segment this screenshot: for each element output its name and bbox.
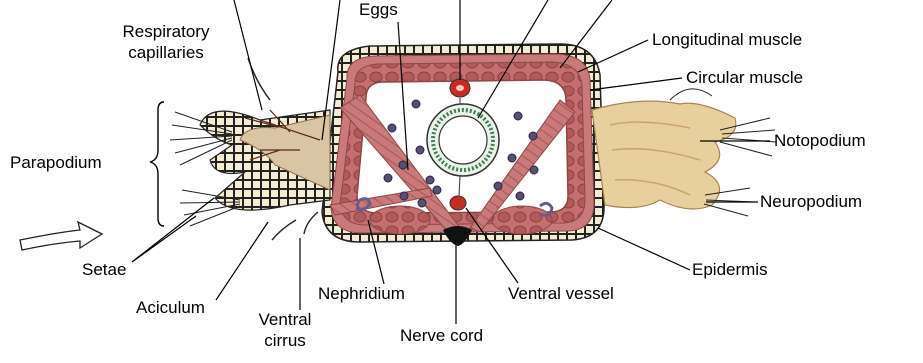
label-setae: Setae (82, 260, 126, 280)
label-notopodium: Notopodium (774, 131, 866, 151)
label-aciculum: Aciculum (136, 298, 205, 318)
label-ventral-cirrus-line2: cirrus (240, 331, 330, 351)
label-parapodium: Parapodium (10, 153, 102, 173)
label-longitudinal-muscle: Longitudinal muscle (652, 30, 802, 50)
label-ventral-vessel: Ventral vessel (508, 284, 614, 304)
label-nephridium: Nephridium (318, 284, 405, 304)
ventral-muscle-right (492, 206, 552, 234)
label-circular-muscle: Circular muscle (686, 68, 803, 88)
flow-arrow (20, 222, 102, 250)
left-parapodium (170, 58, 330, 240)
ventral-vessel-shape (450, 196, 466, 210)
label-epidermis: Epidermis (692, 260, 768, 280)
right-parapodium (592, 89, 776, 216)
label-ventral-cirrus-line1: Ventral (240, 310, 330, 330)
label-neuropodium: Neuropodium (760, 192, 862, 212)
parapodium-bracket (150, 102, 164, 226)
label-respiratory-capillaries-line1: Respiratory (96, 22, 236, 42)
label-nerve-cord: Nerve cord (400, 326, 483, 346)
label-eggs: Eggs (359, 0, 398, 20)
label-respiratory-capillaries-line2: capillaries (96, 43, 236, 63)
gut (427, 104, 499, 176)
nerve-cord-shape (443, 226, 472, 246)
ventral-muscle-left (370, 206, 430, 234)
